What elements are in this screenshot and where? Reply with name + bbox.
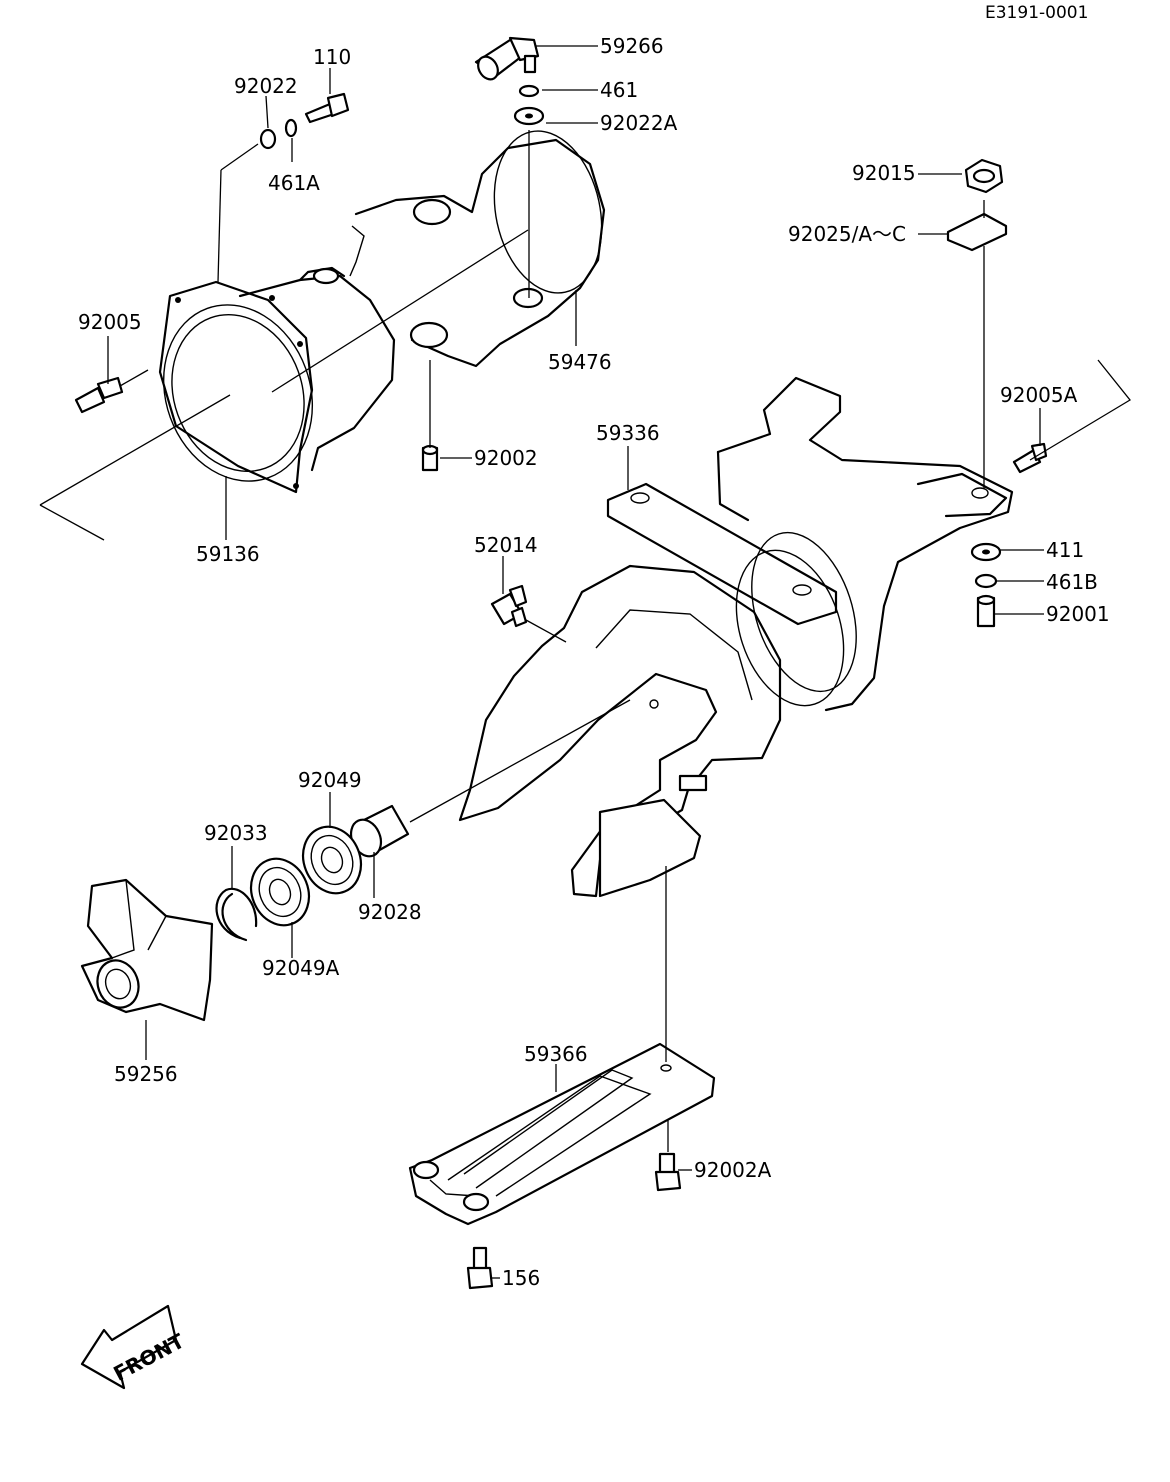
bolt-92001 bbox=[976, 594, 996, 628]
washer-461B bbox=[974, 573, 998, 589]
label-92002: 92002 bbox=[474, 446, 538, 470]
washer-92022A bbox=[513, 106, 545, 126]
grease-nipple-92005 bbox=[74, 376, 124, 414]
bearing-92049 bbox=[301, 825, 363, 895]
label-92025: 92025/A～C bbox=[788, 222, 906, 246]
label-461B: 461B bbox=[1046, 570, 1098, 594]
washer-461 bbox=[518, 84, 540, 98]
ride-plate-59366 bbox=[408, 1042, 716, 1226]
label-92005: 92005 bbox=[78, 310, 142, 334]
nozzle-59476 bbox=[349, 130, 606, 368]
label-59366: 59366 bbox=[524, 1042, 588, 1066]
label-59476: 59476 bbox=[548, 350, 612, 374]
document-id: E3191-0001 bbox=[985, 3, 1088, 23]
pump-housing-59136 bbox=[158, 266, 396, 494]
bolt-92002 bbox=[421, 444, 439, 472]
elbow-fitting-59266 bbox=[474, 36, 540, 81]
label-92028: 92028 bbox=[358, 900, 422, 924]
label-59266: 59266 bbox=[600, 34, 664, 58]
bolt-110 bbox=[304, 92, 350, 124]
bearing-92049A bbox=[249, 857, 311, 927]
fitting-52014 bbox=[490, 584, 528, 628]
label-110: 110 bbox=[313, 45, 351, 69]
nut-92015 bbox=[964, 158, 1004, 194]
front-direction-arrow: FRONT bbox=[80, 1304, 188, 1390]
grease-nipple-92005A bbox=[1012, 442, 1048, 474]
assembly-lines bbox=[39, 130, 1131, 1152]
label-92002A: 92002A bbox=[694, 1158, 772, 1182]
label-52014: 52014 bbox=[474, 533, 538, 557]
label-92001: 92001 bbox=[1046, 602, 1110, 626]
impeller-59256 bbox=[80, 878, 214, 1022]
label-411: 411 bbox=[1046, 538, 1084, 562]
pump-case-59336 bbox=[458, 376, 1014, 898]
label-92005A: 92005A bbox=[1000, 383, 1078, 407]
washer-461A bbox=[284, 118, 298, 138]
label-92022A: 92022A bbox=[600, 111, 678, 135]
bolt-156 bbox=[466, 1246, 494, 1290]
label-59336: 59336 bbox=[596, 421, 660, 445]
label-59136: 59136 bbox=[196, 542, 260, 566]
label-92049: 92049 bbox=[298, 768, 362, 792]
label-92022: 92022 bbox=[234, 74, 298, 98]
washer-411 bbox=[970, 542, 1002, 562]
label-59256: 59256 bbox=[114, 1062, 178, 1086]
label-92033: 92033 bbox=[204, 821, 268, 845]
washer-92022 bbox=[259, 128, 277, 150]
label-92049A: 92049A bbox=[262, 956, 340, 980]
label-461A: 461A bbox=[268, 171, 320, 195]
sleeve-92028 bbox=[349, 804, 410, 858]
bolt-92002A bbox=[654, 1152, 682, 1192]
label-156: 156 bbox=[502, 1266, 540, 1290]
label-461: 461 bbox=[600, 78, 638, 102]
label-92015: 92015 bbox=[852, 161, 916, 185]
leader-lines bbox=[107, 45, 1044, 1279]
part-labels: 59266 461 92022A 110 92022 461A 92015 92… bbox=[78, 34, 1110, 1290]
shim-92025 bbox=[946, 212, 1008, 252]
circlip-92033 bbox=[215, 887, 258, 942]
